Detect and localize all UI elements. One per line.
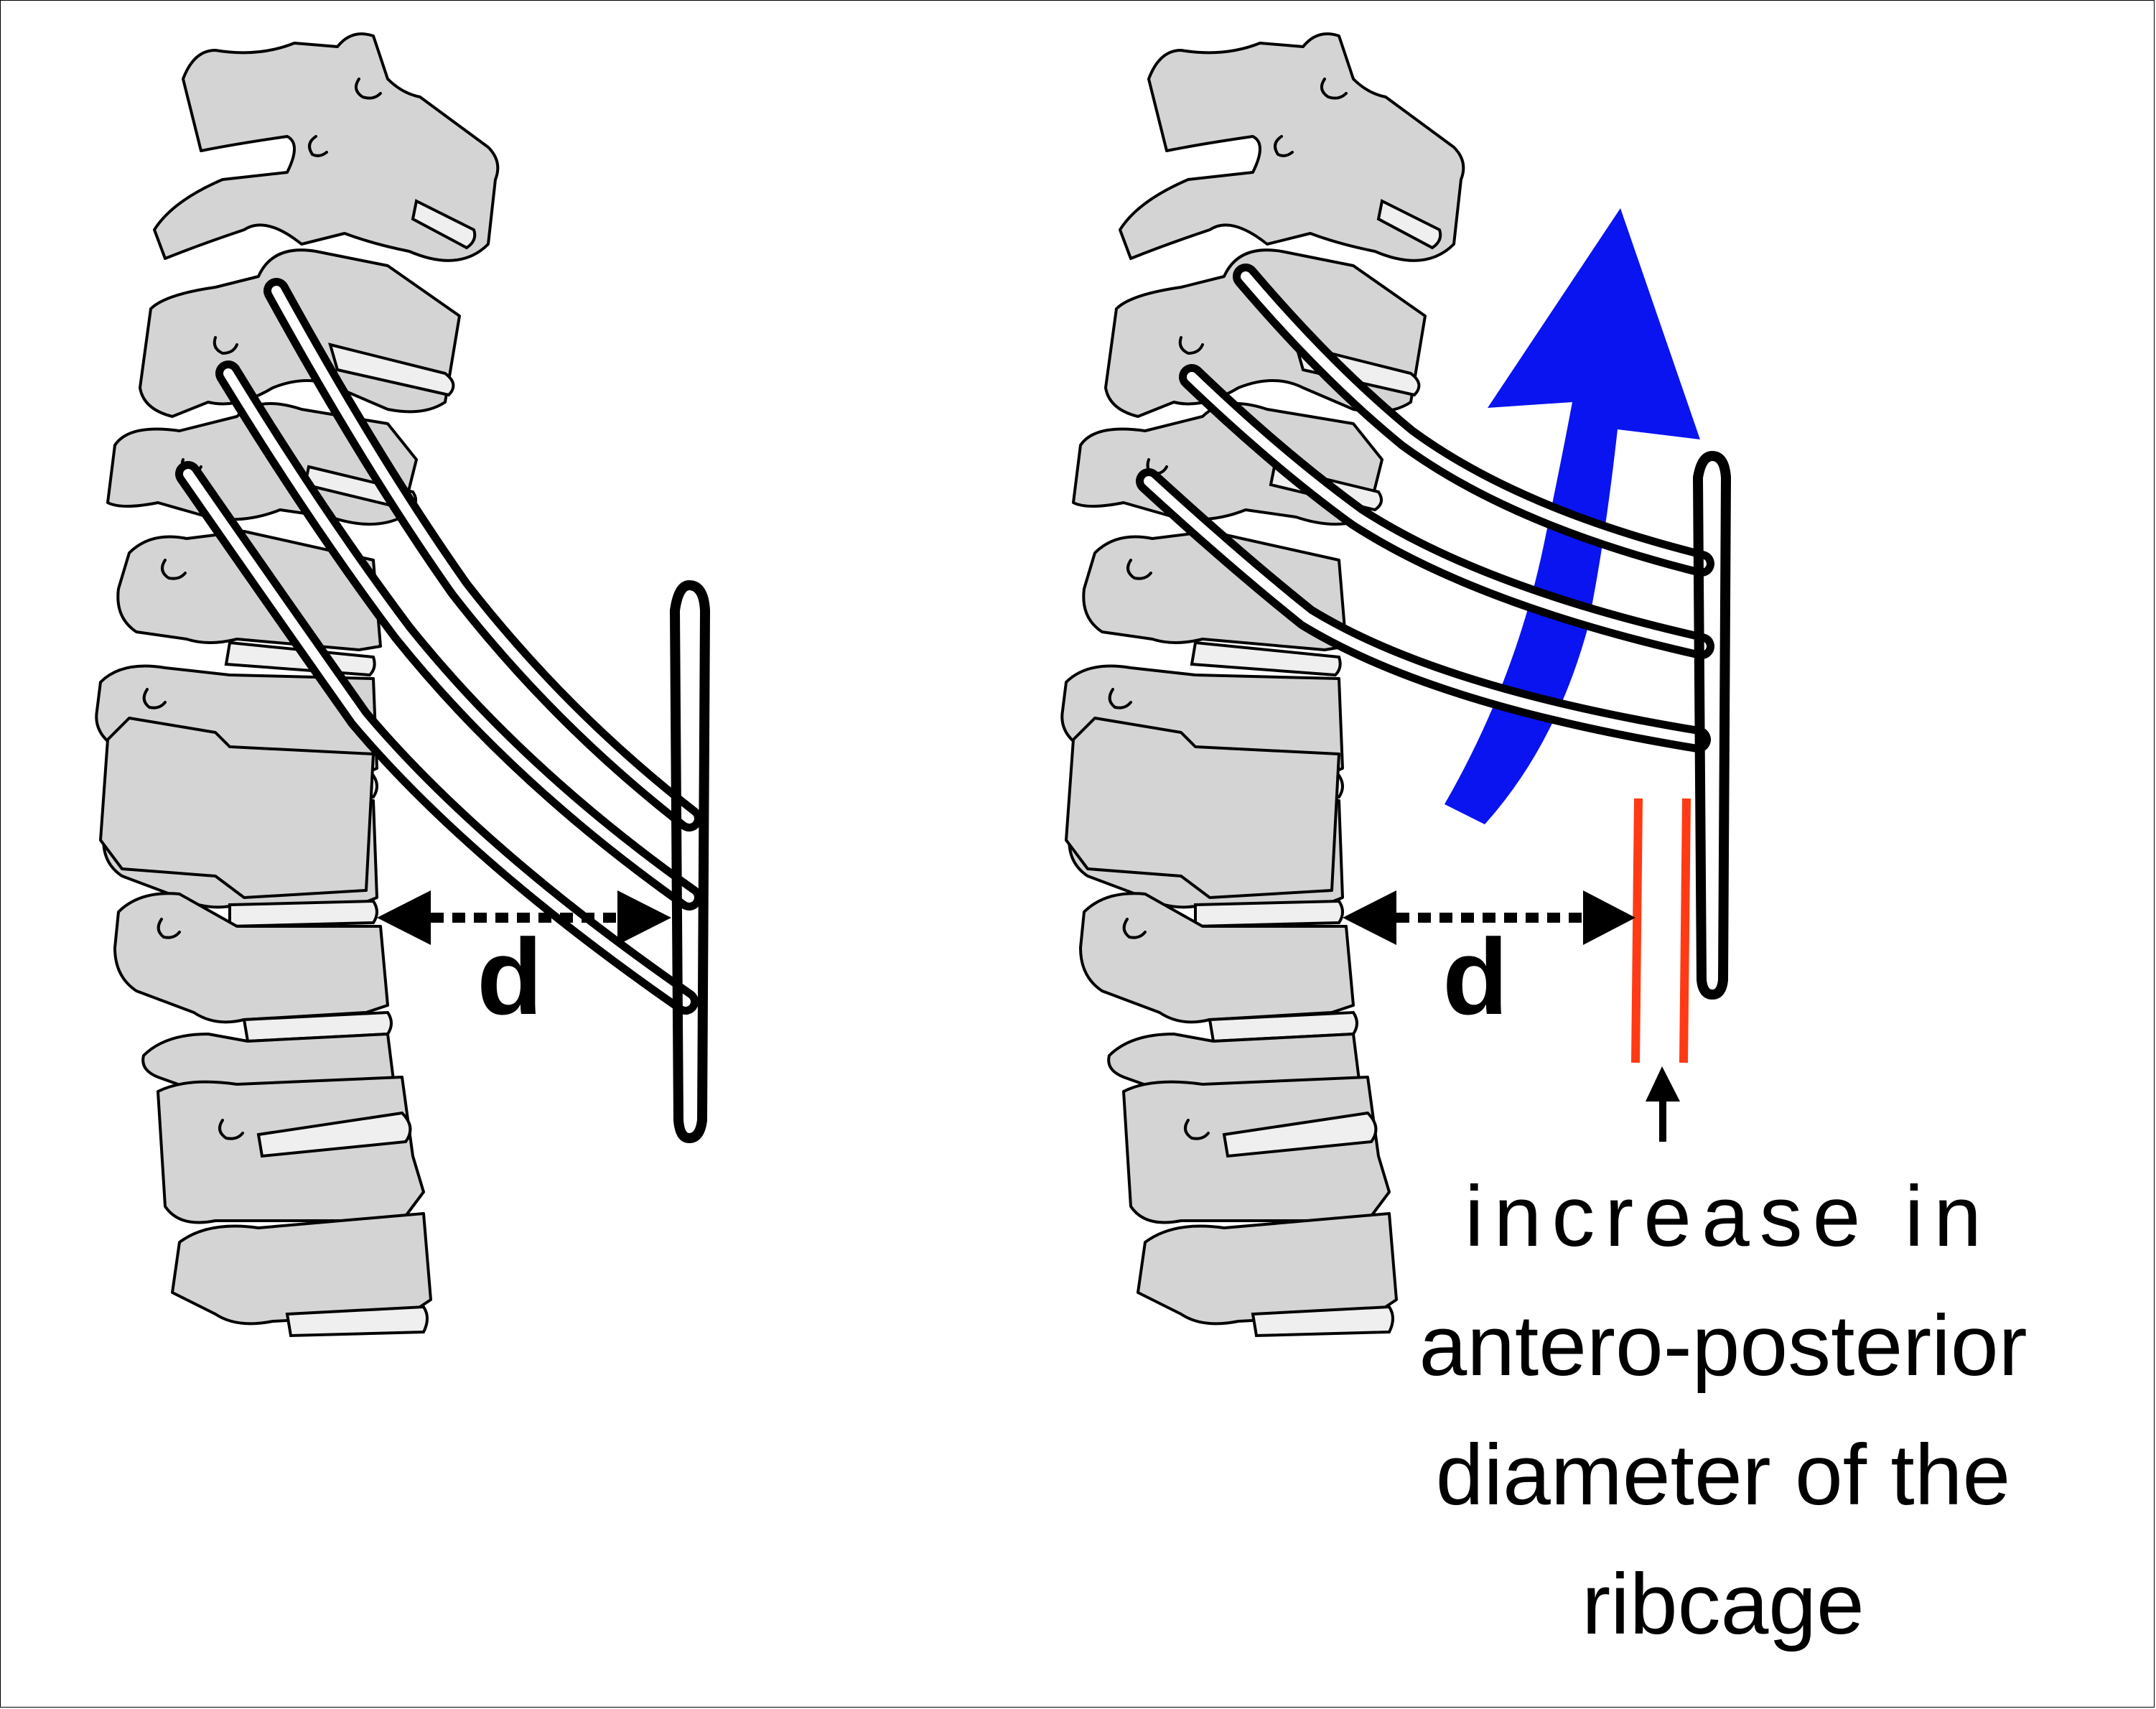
distance-label-rest: d: [477, 916, 543, 1037]
vertebral-column-inspiration: [1060, 32, 1465, 1338]
caption-line-2: antero-posterior: [1419, 1298, 2027, 1394]
diameter-marker-expanded: [1679, 798, 1691, 1063]
ribs-inspiration: [1136, 264, 1714, 753]
caption-line-3: diameter of the: [1436, 1427, 2010, 1523]
arrowhead-right-icon: [617, 890, 671, 945]
annotation-caption: increase in antero-posterior diameter of…: [1419, 1168, 2027, 1652]
caption-line-4: ribcage: [1582, 1556, 1865, 1652]
sternum-inspiration: [1692, 450, 1732, 1000]
arrowhead-left-icon: [1343, 890, 1396, 945]
caption-line-1: increase in: [1465, 1168, 1982, 1265]
diameter-marker-original: [1631, 798, 1643, 1063]
arrowhead-left-icon: [377, 890, 431, 945]
arrow-up-icon: [1646, 1066, 1680, 1102]
panel-inspiration: d increase in antero-posterior diameter …: [1060, 32, 2027, 1652]
annotation-pointer: [1646, 1066, 1680, 1142]
arrowhead-right-icon: [1583, 890, 1635, 945]
distance-label-inspiration: d: [1442, 916, 1508, 1037]
sternum-rest: [669, 579, 711, 1144]
distance-arrow-inspiration: [1343, 890, 1635, 945]
distance-arrow-rest: [377, 890, 671, 945]
panel-rest: d: [95, 32, 711, 1338]
